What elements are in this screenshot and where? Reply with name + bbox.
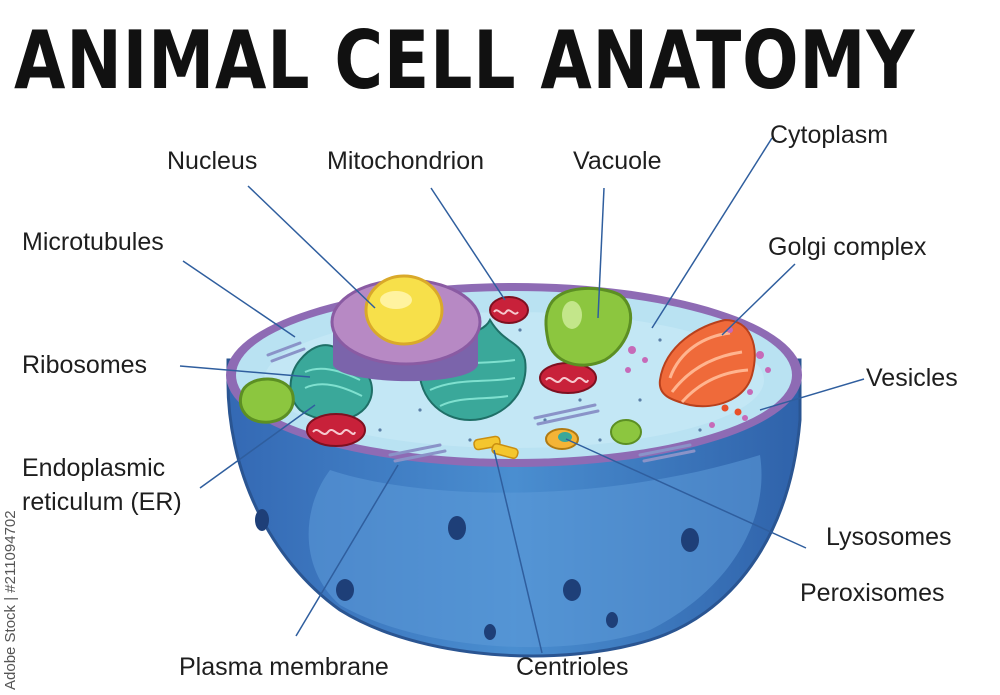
label-vacuole: Vacuole: [573, 147, 662, 175]
label-microtubules: Microtubules: [22, 228, 164, 256]
membrane-pore: [681, 528, 699, 552]
leader-er: [199, 404, 316, 489]
vacuole: [610, 419, 642, 445]
mitochondrion: [539, 362, 597, 394]
nucleus: [330, 274, 482, 382]
label-lysosomes: Lysosomes: [826, 523, 952, 551]
leader-nucleus: [247, 185, 376, 309]
label-ribosomes: Ribosomes: [22, 351, 148, 379]
leader-cytoplasm: [651, 137, 773, 329]
label-er-line1: Endoplasmic: [22, 454, 166, 482]
microtubules: [266, 341, 696, 463]
label-nucleus: Nucleus: [167, 147, 258, 175]
leader-plasma-membrane: [295, 464, 399, 637]
leader-vacuole: [597, 187, 605, 319]
label-er-line2: reticulum (ER): [22, 488, 182, 516]
leader-mitochondrion: [430, 187, 506, 301]
membrane-pore: [606, 612, 618, 628]
membrane-pore: [563, 579, 581, 601]
label-centrioles: Centrioles: [516, 653, 629, 681]
golgi-complex: [658, 318, 756, 408]
membrane-pore: [448, 516, 466, 540]
lysosome: [545, 428, 579, 450]
membrane-pore: [484, 624, 496, 640]
stock-watermark: Adobe Stock | #211094702: [2, 510, 19, 690]
leader-vesicles: [759, 378, 865, 411]
membrane-pore: [255, 509, 269, 531]
membrane-pore: [336, 579, 354, 601]
leader-golgi: [721, 263, 796, 336]
label-vesicles: Vesicles: [866, 364, 958, 392]
label-plasma-membrane: Plasma membrane: [179, 653, 389, 681]
centrioles: [473, 435, 519, 460]
mitochondrion: [489, 296, 529, 324]
leader-ribosomes: [179, 365, 311, 378]
cut-face-shadow: [308, 455, 762, 648]
peroxisomes: [721, 404, 742, 416]
label-golgi-complex: Golgi complex: [768, 233, 927, 261]
leader-centrioles: [493, 449, 543, 654]
label-mitochondrion: Mitochondrion: [327, 147, 485, 175]
vacuole-highlight: [562, 301, 582, 329]
vacuole: [238, 377, 295, 424]
mitochondrion: [306, 413, 366, 447]
leader-microtubules: [182, 260, 296, 338]
page-title: ANIMAL CELL ANATOMY: [14, 14, 916, 107]
label-cytoplasm: Cytoplasm: [770, 121, 889, 149]
leader-lines: [179, 137, 865, 654]
leader-lysosomes: [565, 438, 807, 549]
vesicles: [625, 327, 771, 428]
label-peroxisomes: Peroxisomes: [800, 579, 945, 607]
